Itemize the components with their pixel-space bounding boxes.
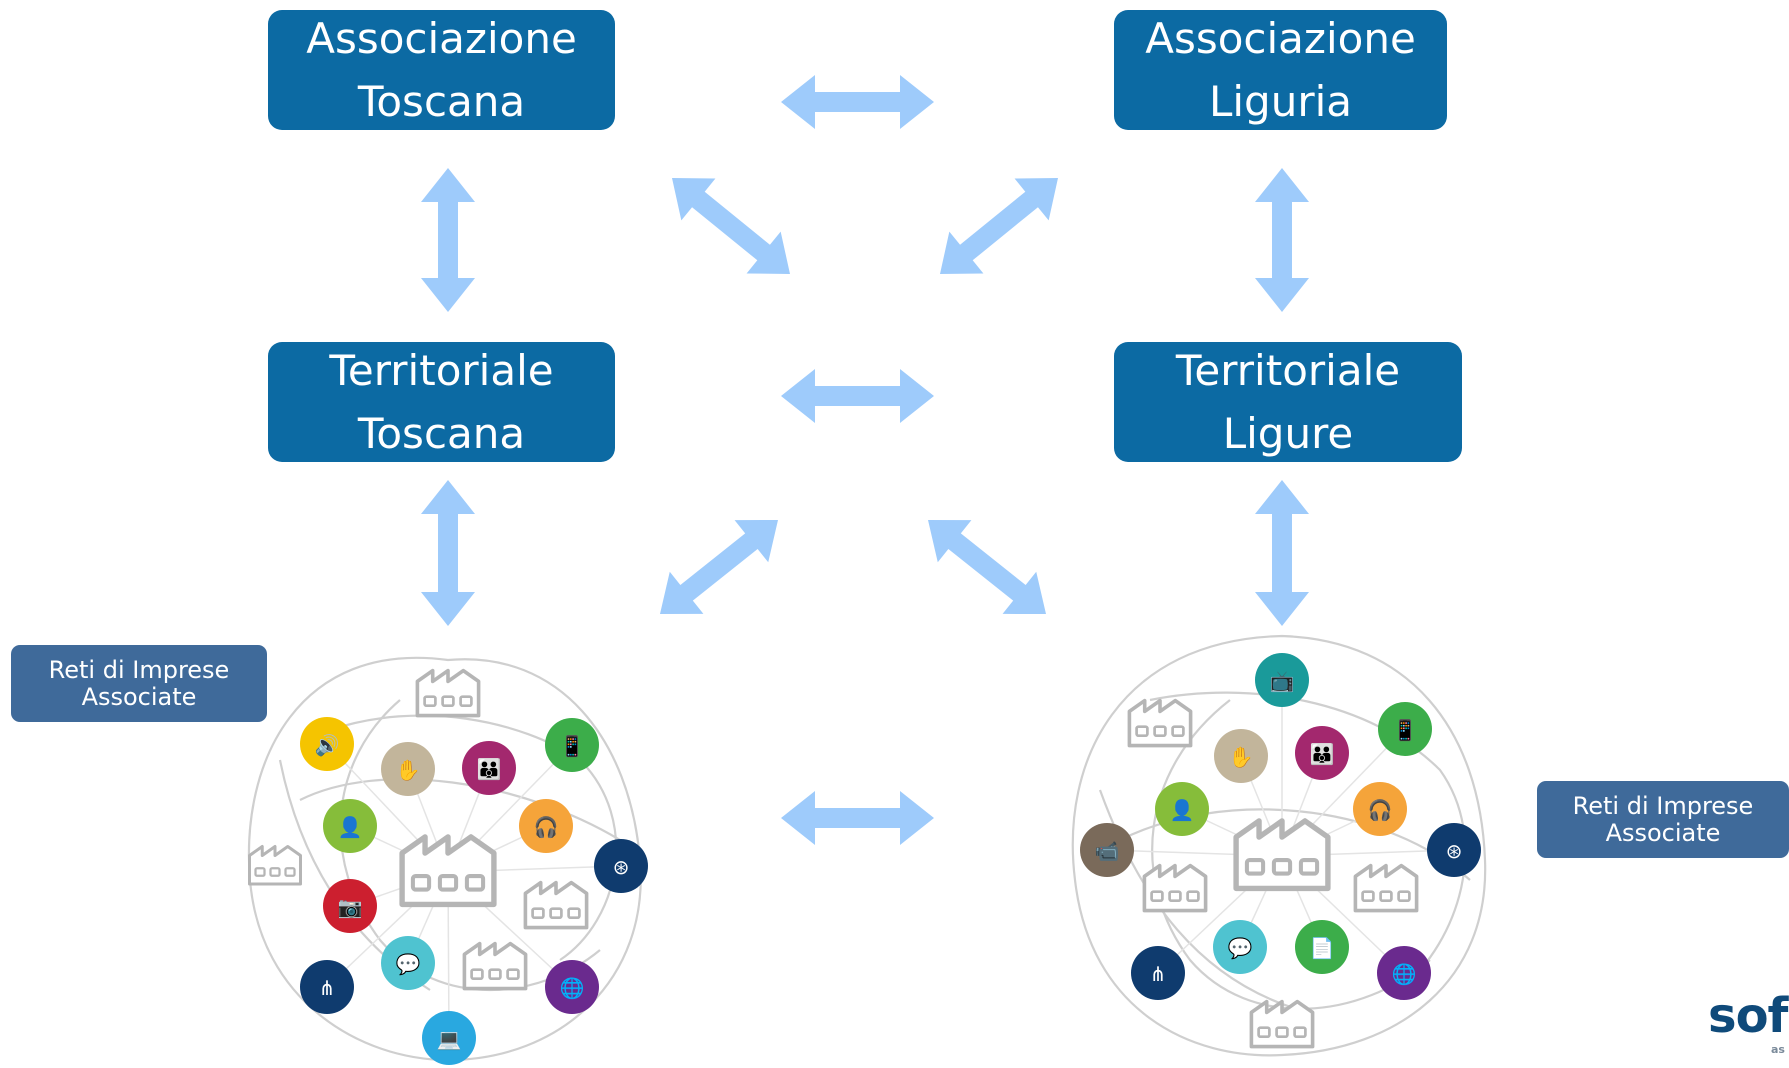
node-associazione-liguria: Associazione Liguria	[1114, 10, 1447, 130]
arrow-liguria-vertical-bottom	[1255, 480, 1309, 626]
svg-text:📹: 📹	[1095, 839, 1120, 863]
node-line1: Territoriale	[329, 346, 554, 395]
node-associazione-toscana: Associazione Toscana	[268, 10, 615, 130]
arrow-territoriali	[781, 369, 934, 423]
network-icon: ⋔	[1131, 946, 1185, 1000]
tag-line2: Associate	[81, 682, 197, 711]
svg-text:⊛: ⊛	[613, 855, 630, 879]
document-icon: 📄	[1295, 920, 1349, 974]
svg-text:👤: 👤	[1170, 798, 1195, 822]
arrow-reti	[781, 791, 934, 845]
svg-text:💬: 💬	[1228, 936, 1253, 960]
network-right-factory-icon	[1353, 863, 1419, 913]
node-line1: Associazione	[306, 14, 577, 63]
phone-icon: 📱	[1378, 702, 1432, 756]
logo-subtext: as	[1771, 1043, 1785, 1056]
network-right-factory-icon	[1127, 698, 1193, 748]
video-camera-icon: 📹	[1080, 823, 1134, 877]
arrow-associazioni	[781, 75, 934, 129]
node-line2: Toscana	[357, 409, 526, 458]
hand-icon: ✋	[381, 742, 435, 796]
venn-icon: ⊛	[594, 839, 648, 893]
svg-text:📄: 📄	[1310, 936, 1335, 960]
node-territoriale-ligure: Territoriale Ligure	[1114, 342, 1462, 462]
tag-line1: Reti di Imprese	[1572, 791, 1754, 820]
reti-imprese-label-right: Reti di Imprese Associate	[1537, 781, 1789, 858]
svg-text:⋔: ⋔	[319, 976, 336, 1000]
svg-text:🌐: 🌐	[1392, 962, 1417, 986]
venn-icon: ⊛	[1427, 823, 1481, 877]
hand-icon: ✋	[1214, 729, 1268, 783]
tv-icon: 📺	[1255, 653, 1309, 707]
computer-icon: 💻	[422, 1011, 476, 1065]
arrow-diagonal-c	[660, 520, 778, 614]
reti-imprese-label-left: Reti di Imprese Associate	[11, 645, 267, 722]
svg-text:📺: 📺	[1270, 669, 1295, 693]
phone-icon: 📱	[545, 718, 599, 772]
node-territoriale-toscana: Territoriale Toscana	[268, 342, 615, 462]
headphones-icon: 🎧	[519, 799, 573, 853]
speaker-icon: 🔊	[300, 717, 354, 771]
svg-text:📱: 📱	[560, 734, 585, 758]
network-left-factory-icon	[248, 845, 302, 886]
svg-text:📱: 📱	[1393, 718, 1418, 742]
network-left-factory-icon	[399, 834, 497, 908]
svg-text:⋔: ⋔	[1150, 962, 1167, 986]
network-left-factory-icon	[415, 668, 481, 718]
group-icon: 👪	[1295, 726, 1349, 780]
node-line2: Toscana	[357, 77, 526, 126]
headphones-icon: 🎧	[1353, 782, 1407, 836]
node-line2: Ligure	[1222, 409, 1354, 458]
network-right-factory-icon	[1142, 863, 1208, 913]
tag-line2: Associate	[1605, 818, 1721, 847]
network-right-factory-icon	[1233, 818, 1331, 892]
svg-text:🔊: 🔊	[315, 733, 340, 757]
tag-line1: Reti di Imprese	[48, 655, 230, 684]
chat-icon: 💬	[381, 936, 435, 990]
svg-text:👪: 👪	[1310, 742, 1335, 766]
camera-icon: 📷	[323, 879, 377, 933]
arrow-diagonal-b	[940, 178, 1058, 274]
node-line1: Territoriale	[1175, 346, 1401, 395]
globe-icon: 🌐	[1377, 946, 1431, 1000]
svg-text:👪: 👪	[477, 757, 502, 781]
svg-text:✋: ✋	[396, 758, 421, 782]
network-right-factory-icon	[1249, 999, 1315, 1049]
svg-text:✋: ✋	[1229, 745, 1254, 769]
arrow-diagonal-a	[672, 178, 790, 274]
globe-icon: 🌐	[545, 960, 599, 1014]
svg-text:🎧: 🎧	[1368, 798, 1393, 822]
svg-text:📷: 📷	[338, 895, 363, 919]
arrow-liguria-vertical-top	[1255, 168, 1309, 312]
node-line1: Associazione	[1145, 14, 1416, 63]
arrow-diagonal-d	[928, 520, 1046, 614]
person-icon: 👤	[323, 799, 377, 853]
node-line2: Liguria	[1208, 77, 1353, 126]
svg-text:👤: 👤	[338, 815, 363, 839]
svg-text:💻: 💻	[437, 1027, 462, 1051]
svg-text:🎧: 🎧	[534, 815, 559, 839]
network-left-factory-icon	[523, 880, 589, 930]
group-icon: 👪	[462, 741, 516, 795]
arrow-toscana-vertical-bottom	[421, 480, 475, 626]
network-icon: ⋔	[300, 960, 354, 1014]
arrow-toscana-vertical-top	[421, 168, 475, 312]
network-left-factory-icon	[462, 941, 528, 991]
chat-icon: 💬	[1213, 920, 1267, 974]
person-icon: 👤	[1155, 782, 1209, 836]
logo: sof	[1708, 988, 1788, 1044]
svg-text:💬: 💬	[396, 952, 421, 976]
svg-text:🌐: 🌐	[560, 976, 585, 1000]
svg-text:⊛: ⊛	[1446, 839, 1463, 863]
